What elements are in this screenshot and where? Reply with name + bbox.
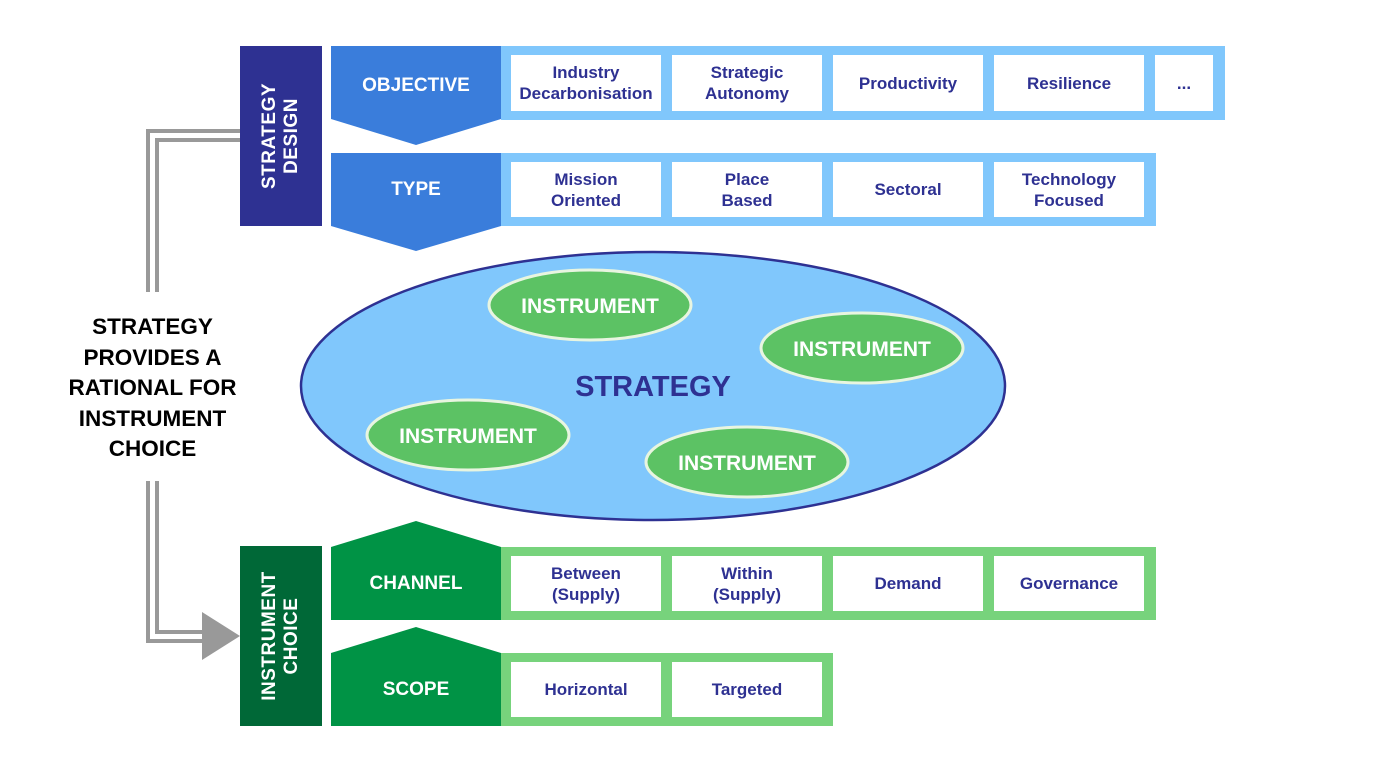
category-type: TYPE	[391, 178, 441, 200]
channel-item: Demand	[833, 556, 983, 611]
type-item: Sectoral	[833, 162, 983, 217]
connector-bottom-inner	[155, 481, 205, 634]
instrument-ellipse	[644, 425, 850, 499]
connector-top-inner	[155, 138, 240, 292]
channel-item: Governance	[994, 556, 1144, 611]
instrument-label: INSTRUMENT	[678, 452, 816, 475]
scope-item: Horizontal	[511, 662, 661, 717]
instrument-ellipse	[487, 268, 693, 342]
channel-pentagon	[331, 521, 501, 620]
connector-top-outer	[146, 129, 240, 292]
category-channel: CHANNEL	[369, 572, 463, 594]
objective-item: Industry Decarbonisation	[511, 55, 661, 111]
instrument-label: INSTRUMENT	[521, 295, 659, 318]
strategy-design-label: STRATEGY DESIGN	[240, 46, 322, 226]
channel-item: Within (Supply)	[672, 556, 822, 611]
type-item: Place Based	[672, 162, 822, 217]
scope-pentagon	[331, 627, 501, 726]
connector-bottom-outer	[146, 481, 205, 643]
channel-item: Between (Supply)	[511, 556, 661, 611]
arrowhead-icon	[202, 612, 240, 660]
objective-item: Resilience	[994, 55, 1144, 111]
objective-item-more: ...	[1155, 55, 1213, 111]
type-item: Mission Oriented	[511, 162, 661, 217]
objective-item: Strategic Autonomy	[672, 55, 822, 111]
instrument-ellipse	[759, 311, 965, 385]
rationale-note: STRATEGY PROVIDES A RATIONAL FOR INSTRUM…	[68, 314, 237, 461]
objective-item: Productivity	[833, 55, 983, 111]
type-item: Technology Focused	[994, 162, 1144, 217]
instrument-label: INSTRUMENT	[793, 338, 931, 361]
type-chevron	[331, 153, 501, 251]
category-scope: SCOPE	[382, 678, 450, 700]
scope-item: Targeted	[672, 662, 822, 717]
instrument-choice-text: INSTRUMENT CHOICE	[259, 571, 302, 701]
strategy-label: STRATEGY	[575, 371, 731, 403]
instrument-label: INSTRUMENT	[399, 425, 537, 448]
category-objective: OBJECTIVE	[362, 75, 470, 96]
instrument-ellipse	[365, 398, 571, 472]
instrument-choice-label: INSTRUMENT CHOICE	[240, 546, 322, 726]
objective-chevron	[331, 46, 501, 145]
